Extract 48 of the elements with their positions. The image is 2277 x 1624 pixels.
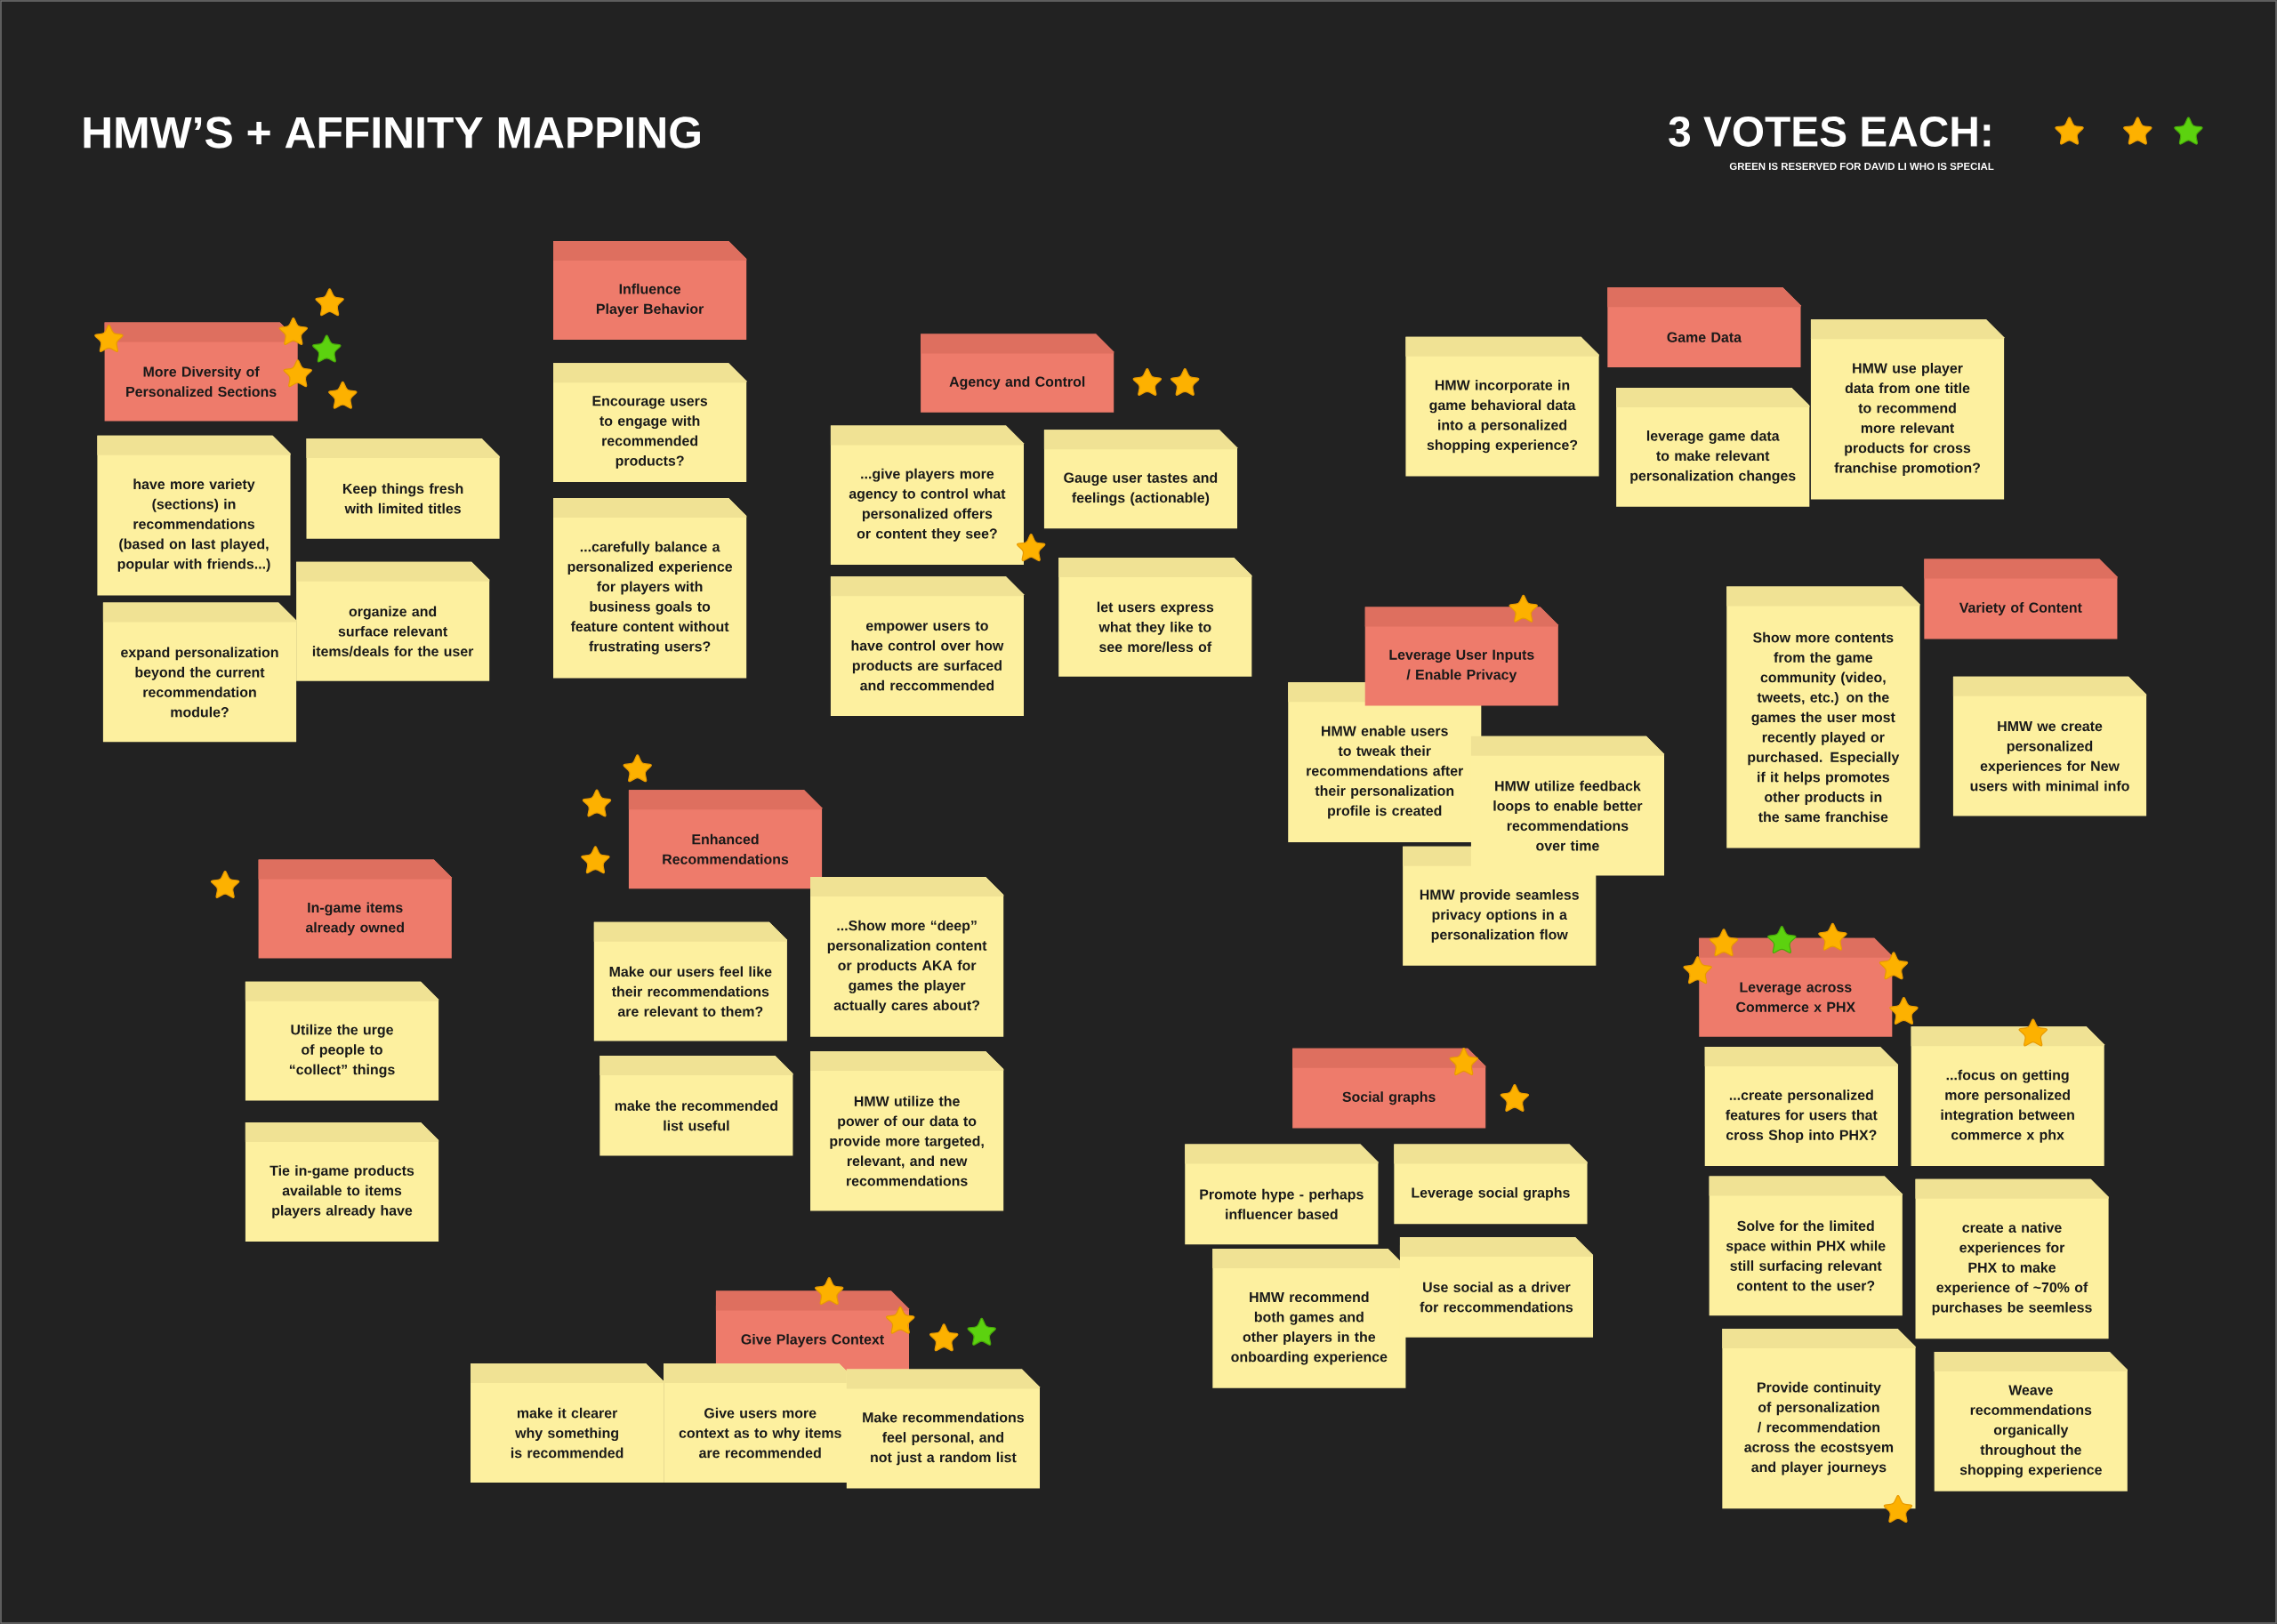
sticky-note: HMW recommend both games and other players in the onboarding experience — [1212, 1249, 1406, 1388]
sticky-note: Encourage users to engage with recommended products? — [553, 363, 747, 482]
sticky-note: Provide continuity of personalization / recommendation across the ecostsyem and player journeys — [1722, 1328, 1916, 1509]
sticky-note: HMW utilize feedback loops to enable better recommendations over time — [1470, 736, 1665, 876]
sticky-note: Make our users feel like their recommendations are relevant to them? — [593, 921, 787, 1041]
sticky-note: have more variety (sections) in recommendations (based on last played, popular with friends...) — [97, 435, 291, 596]
sticky-note: ...carefully balance a personalized experience for players with business goals to feature content without frustrating users? — [553, 498, 747, 679]
sticky-note: expand personalization beyond the current recommendation module? — [102, 602, 297, 743]
sticky-note: let users express what they like to see more/less of — [1058, 557, 1252, 677]
sticky-note: Weave recommendations organically throughout the shopping experience — [1934, 1352, 2128, 1491]
sticky-note: create a native experiences for PHX to make experience of ~70% of purchases be seemless — [1915, 1178, 2109, 1339]
sticky-note: make it clearer why something is recommended — [471, 1363, 664, 1483]
sticky-note: organize and surface relevant items/deals for the user — [296, 561, 490, 681]
sticky-note: HMW incorporate in game behavioral data into a personalized shopping experience? — [1405, 336, 1599, 477]
sticky-note: Make recommendations feel personal, and not just a random list — [846, 1369, 1040, 1489]
sticky-note: Keep things fresh with limited titles — [306, 438, 500, 539]
sticky-note: ...Show more “deep” personalization content or products AKA for games the player actually cares about? — [810, 877, 1004, 1037]
sticky-note: Use social as a driver for reccommendations — [1399, 1237, 1593, 1338]
sticky-note: Gauge user tastes and feelings (actionable) — [1043, 430, 1237, 529]
sticky-note: Tie in-game products available to items players already have — [245, 1122, 439, 1242]
title: HMW’S + AFFINITY MAPPING — [84, 117, 700, 149]
header-note: In-game items already owned — [258, 859, 452, 959]
sticky-note: Promote hype - perhaps influencer based — [1185, 1144, 1379, 1245]
note-text: GREEN IS RESERVED FOR DAVID LI WHO IS SPECIAL — [1729, 162, 1994, 171]
header-note: Influence Player Behavior — [553, 241, 747, 340]
sticky-note: Give users more context as to why items are recommended — [664, 1363, 857, 1483]
sticky-note: Leverage social graphs — [1394, 1144, 1588, 1225]
header-note: Game Data — [1607, 287, 1801, 368]
sticky-note: Solve for the limited space within PHX while still surfacing relevant content to the user? — [1709, 1176, 1903, 1316]
sticky-note: ...give players more agency to control what personalized offers or content they see? — [830, 425, 1024, 566]
sticky-note: ...focus on getting more personalized integration between commerce x phx — [1911, 1026, 2104, 1166]
header-note: Agency and Control — [921, 334, 1114, 413]
header-note: Leverage across Commerce x PHX — [1699, 937, 1893, 1037]
sticky-note: leverage game data to make relevant personalization changes — [1616, 387, 1810, 507]
sticky-note: Utilize the urge of people to “collect” things — [245, 981, 439, 1101]
sticky-note: HMW utilize the power of our data to provide more targeted, relevant, and new recommendations — [810, 1051, 1004, 1211]
sticky-note: make the recommended list useful — [599, 1055, 793, 1156]
sticky-note: ...create personalized features for users that cross Shop into PHX? — [1704, 1047, 1898, 1166]
header-note: More Diversity of Personalized Sections — [104, 322, 298, 422]
sticky-note: HMW we create personalized experiences for New users with minimal info — [1952, 676, 2147, 816]
votes-heading: 3 VOTES EACH: — [1669, 117, 1991, 147]
header-note: Social graphs — [1292, 1048, 1486, 1129]
header-note: Enhanced Recommendations — [628, 790, 823, 889]
sticky-note: Show more contents from the game community (video, tweets, etc.) on the games the user most recently played or purchased. Especially if it helps promotes other products in the same franchise — [1726, 586, 1920, 848]
sticky-note: HMW use player data from one title to recommend more relevant products for cross franchise promotion? — [1810, 319, 2005, 500]
header-note: Variety of Content — [1924, 559, 2118, 639]
sticky-note: empower users to have control over how products are surfaced and reccommended — [830, 576, 1024, 716]
header-note: Leverage User Inputs / Enable Privacy — [1364, 607, 1558, 706]
